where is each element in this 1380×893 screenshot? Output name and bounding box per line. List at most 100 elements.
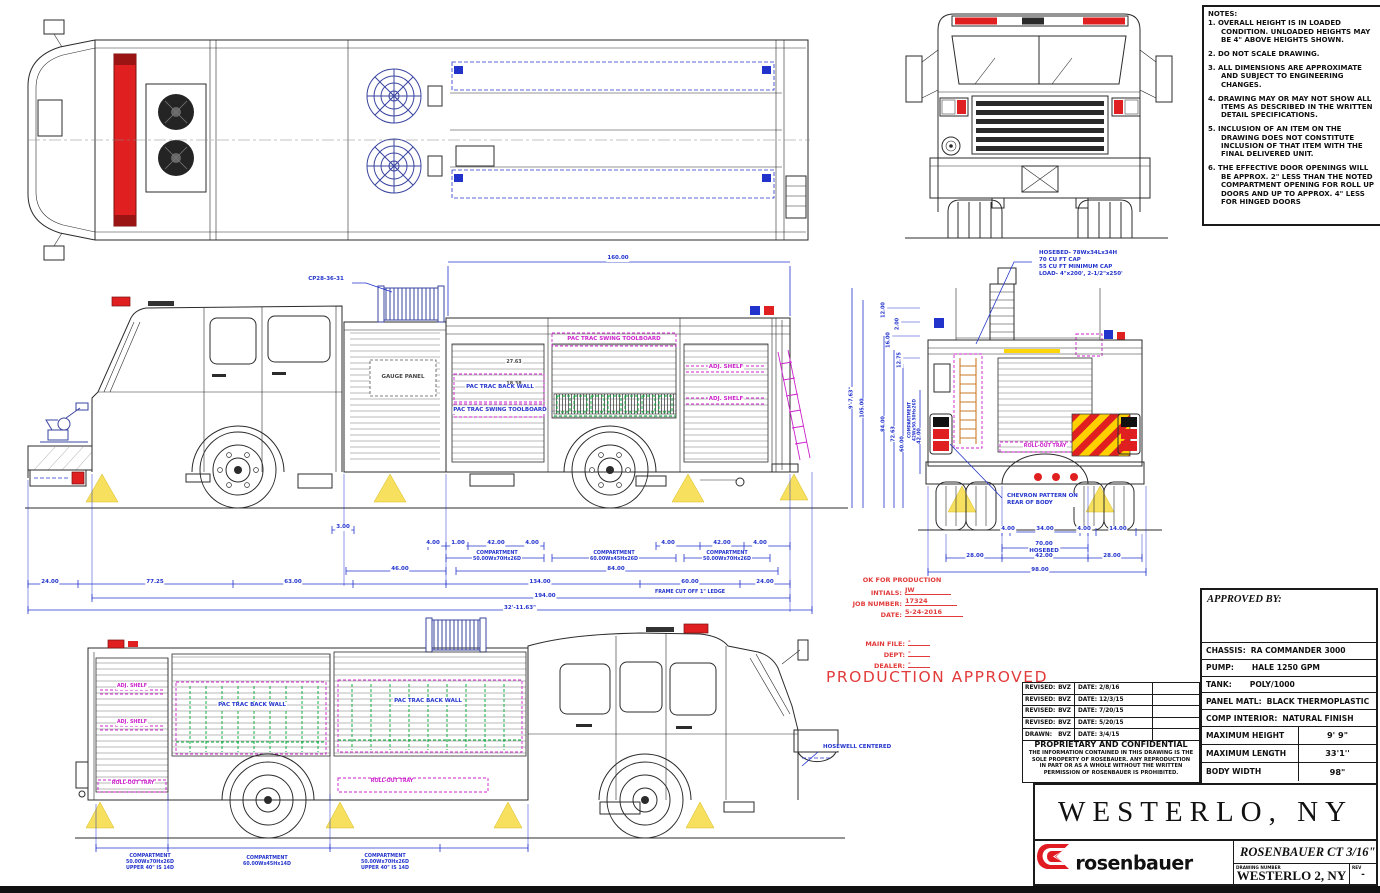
pac-trac-back-bottom-2: PAC TRAC BACK WALL [393, 698, 463, 705]
rev-action: REVISED: [1025, 708, 1056, 715]
pac-trac-back-bottom-1: PAC TRAC BACK WALL [217, 702, 287, 709]
revision-row: REVISED:BVZ DATE: 2/8/16 [1023, 683, 1199, 695]
spec-value: POLY/1000 [1249, 679, 1295, 689]
dim-label: MAXIMUM HEIGHT [1206, 730, 1285, 740]
rosenbauer-logo: rosenbauer [1035, 841, 1233, 884]
spec-label: TANK: [1206, 679, 1232, 689]
rdim-b2: 28.00 [1102, 553, 1122, 560]
rear-wheels [935, 481, 1135, 531]
adj-shelf-label-2: ADJ. SHELF [707, 396, 745, 403]
rdim-a3: 14.00 [1108, 526, 1128, 533]
adj-shelf-bottom-2: ADJ. SHELF [115, 720, 149, 726]
proprietary-body: THE INFORMATION CONTAINED IN THIS DRAWIN… [1028, 750, 1194, 776]
bottom-dimension-lines [95, 751, 819, 852]
condenser-fans [145, 83, 207, 193]
rear-access-ladder [777, 349, 811, 461]
spec-value: RA COMMANDER 3000 [1250, 646, 1346, 656]
roll-out-tray-label-rear: ROLL-OUT TRAY [1022, 444, 1068, 450]
dim-value: 9' 9" [1298, 726, 1376, 744]
dept-label: DEPT: [883, 651, 905, 659]
vdim-1: 105.00 [859, 398, 866, 418]
proprietary-title: PROPRIETARY AND CONFIDENTIAL [1034, 740, 1188, 749]
rev-by: BVZ [1058, 685, 1071, 692]
dim-c1: 84.00 [606, 566, 626, 573]
rev-action: REVISED: [1025, 696, 1056, 703]
note-item: 5. INCLUSION OF AN ITEM ON THE DRAWING D… [1208, 125, 1363, 159]
taillights [929, 413, 1141, 455]
comp-side-3: COMPARTMENT 50.00Wx70Hx26D [702, 551, 752, 563]
shelf-dim-a: 27.63 [505, 360, 523, 366]
vdim-s2: 16.00 [885, 332, 892, 348]
top-view [27, 19, 810, 261]
rear-wheel-opposite [221, 753, 315, 839]
customer-name: WESTERLO, NY [1033, 783, 1378, 841]
pac-trac-back-label: PAC TRAC BACK WALL [465, 384, 535, 391]
hosewell-label: HOSEWELL CENTERED [822, 744, 893, 751]
rev-by: BVZ [1058, 731, 1071, 738]
dim-160: 160.00 [606, 255, 630, 262]
revision-row: REVISED:BVZ DATE: 12/3/15 [1023, 694, 1199, 707]
rear-ladder [959, 358, 977, 444]
pac-trac-swing-label: PAC TRAC SWING TOOLBOARD [566, 336, 662, 343]
note-item: 6. THE EFFECTIVE DOOR OPENINGS WILL BE A… [1208, 164, 1375, 206]
dim-d3: 134.00 [528, 579, 552, 586]
front-view [905, 13, 1173, 239]
deck-gun [40, 402, 89, 443]
vdim-s1: 2.00 [894, 317, 901, 331]
dim-d1: 77.25 [145, 579, 165, 586]
rev-by: BVZ [1058, 708, 1071, 715]
ok-for-production-title: OK FOR PRODUCTION [862, 576, 942, 584]
rdim-b0: 28.00 [965, 553, 985, 560]
title-block: APPROVED BY: CHASSIS:RA COMMANDER 3000 P… [1200, 588, 1378, 785]
date-label: DATE: [880, 611, 902, 619]
rev-date: DATE: 2/8/16 [1075, 683, 1153, 694]
comp-side-1: COMPARTMENT 50.00Wx70Hx26D [472, 551, 522, 563]
drawing-number-cell: DRAWING NUMBER WESTERLO 2, NY [1234, 864, 1349, 884]
drawing-title: ROSENBAUER CT 3/16" [1234, 841, 1376, 864]
initials-value: JW [905, 587, 951, 595]
front-wheel [191, 425, 285, 509]
dim-194: 194.00 [533, 593, 557, 600]
adj-shelf-bottom-1: ADJ. SHELF [115, 684, 149, 690]
rev-date: DATE: 3/4/15 [1075, 729, 1153, 740]
dim-b2: 42.00 [486, 540, 506, 547]
crosslay [352, 282, 445, 323]
spec-row-chassis: CHASSIS:RA COMMANDER 3000 [1202, 643, 1376, 660]
vdim-3: 72.63 [890, 426, 897, 442]
crosslay-label: CP28-36-31 [307, 276, 345, 283]
spec-label: PUMP: [1206, 663, 1234, 673]
revision-table: REVISED:BVZ DATE: 2/8/16 REVISED:BVZ DAT… [1022, 682, 1200, 741]
rdim-overall: 98.00 [1030, 567, 1050, 574]
dim-row-height: MAXIMUM HEIGHT 9' 9" [1202, 726, 1376, 745]
dim-b5: 42.00 [712, 540, 732, 547]
rdim-a1: 34.00 [1035, 526, 1055, 533]
dim-d4: 60.00 [680, 579, 700, 586]
hose-reels [366, 68, 422, 194]
vdim-s0: 12.00 [880, 302, 887, 318]
rev-action: DRAWN: [1025, 731, 1053, 738]
main-file-text: - [908, 638, 930, 646]
rosenbauer-logo-mark [1037, 844, 1069, 869]
pac-trac-swing-label-2: PAC TRAC SWING TOOLBOARD [452, 407, 548, 414]
rev-date: DATE: 5/20/15 [1075, 717, 1153, 729]
vdim-2: 84.00 [880, 416, 887, 432]
rev-by: BVZ [1058, 696, 1071, 703]
note-item: 3. ALL DIMENSIONS ARE APPROXIMATE AND SU… [1208, 63, 1362, 89]
pump-module [343, 321, 447, 473]
spec-value: HALE 1250 GPM [1251, 663, 1320, 673]
rear-wheel [563, 425, 657, 509]
note-item: 1. OVERALL HEIGHT IS IN LOADED CONDITION… [1208, 19, 1371, 45]
vdim-comp: COMPARTMENT 42Wx50.50Hx26D [906, 399, 917, 441]
note-item: 4. DRAWING MAY OR MAY NOT SHOW ALL ITEMS… [1208, 94, 1373, 120]
gauge-panel-label: GAUGE PANEL [380, 374, 426, 381]
dim-d5: 24.00 [755, 579, 775, 586]
chevron-note: CHEVRON PATTERN ON REAR OF BODY [1006, 493, 1079, 507]
dept-text: - [908, 649, 930, 657]
grille [971, 95, 1109, 155]
proprietary-box: PROPRIETARY AND CONFIDENTIAL THE INFORMA… [1022, 737, 1200, 783]
dim-d0: 24.00 [40, 579, 60, 586]
footer-strip: rosenbauer ROSENBAUER CT 3/16" DRAWING N… [1033, 841, 1378, 886]
dim-b0: 4.00 [425, 540, 441, 547]
rev-value: - [1361, 870, 1365, 880]
